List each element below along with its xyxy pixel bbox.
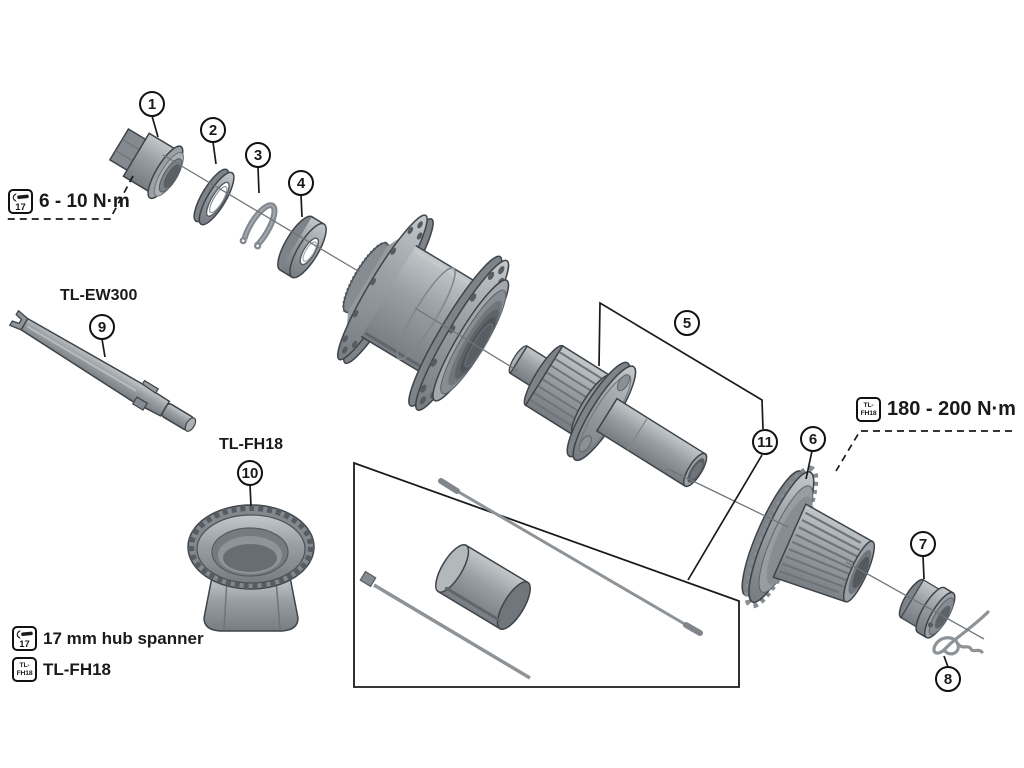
- callout-11: 11: [752, 429, 778, 455]
- label-tl-ew300: TL-EW300: [60, 287, 138, 304]
- legend-fh18-text: TL-FH18: [43, 659, 111, 679]
- spanner-17-icon: 17: [12, 626, 37, 651]
- callout-7: 7: [910, 531, 936, 557]
- axis-line: [162, 154, 985, 640]
- callout-8: 8: [935, 666, 961, 692]
- wrench-glyph: [16, 629, 33, 639]
- callout-9: 9: [89, 314, 115, 340]
- spanner-17-icon: 17: [8, 189, 33, 214]
- callout-5: 5: [674, 310, 700, 336]
- callout-3: 3: [245, 142, 271, 168]
- spanner-size-text: 17: [15, 201, 26, 213]
- small-parts-box: [353, 461, 740, 688]
- tl-fh18-icon: TL- FH18: [12, 657, 37, 682]
- label-tl-fh18: TL-FH18: [219, 436, 283, 453]
- legend-spanner-row: 17 17 mm hub spanner: [12, 626, 204, 651]
- part-spacer-ring: [277, 215, 327, 279]
- spanner-size-text: 17: [19, 638, 30, 650]
- part5-bracket: [598, 301, 764, 430]
- torque-left-dashed-line: [6, 175, 134, 220]
- legend-fh18-row: TL- FH18 TL-FH18: [12, 657, 111, 682]
- part-retainer-wire: [932, 610, 990, 656]
- wrench-glyph: [12, 192, 29, 202]
- part-freehub-body: [741, 465, 876, 609]
- part-hub-shell: [337, 214, 510, 411]
- callout-lines: [6, 115, 1012, 668]
- torque-right-label: TL- FH18 180 - 200 N·m: [856, 397, 1016, 422]
- part-axle-ratchet-unit: [508, 344, 708, 488]
- part-tl-fh18-tool: [187, 504, 315, 632]
- callout-4: 4: [288, 170, 314, 196]
- legend-spanner-text: 17 mm hub spanner: [43, 628, 204, 648]
- torque-right-value: 180 - 200 N·m: [887, 398, 1016, 420]
- part-snap-ring: [236, 202, 278, 259]
- callout-6: 6: [800, 426, 826, 452]
- torque-left-value: 6 - 10 N·m: [39, 190, 130, 212]
- part-tl-ew300-tool: [8, 309, 197, 432]
- torque-left-label: 17 6 - 10 N·m: [8, 189, 130, 214]
- callout-2: 2: [200, 117, 226, 143]
- torque-right-dashed-line: [835, 430, 1012, 472]
- callout-10: 10: [237, 460, 263, 486]
- part-seal-washer: [193, 168, 235, 226]
- tl-fh18-icon: TL- FH18: [856, 397, 881, 422]
- callout-1: 1: [139, 91, 165, 117]
- part-axle-end-bolt: [108, 128, 184, 200]
